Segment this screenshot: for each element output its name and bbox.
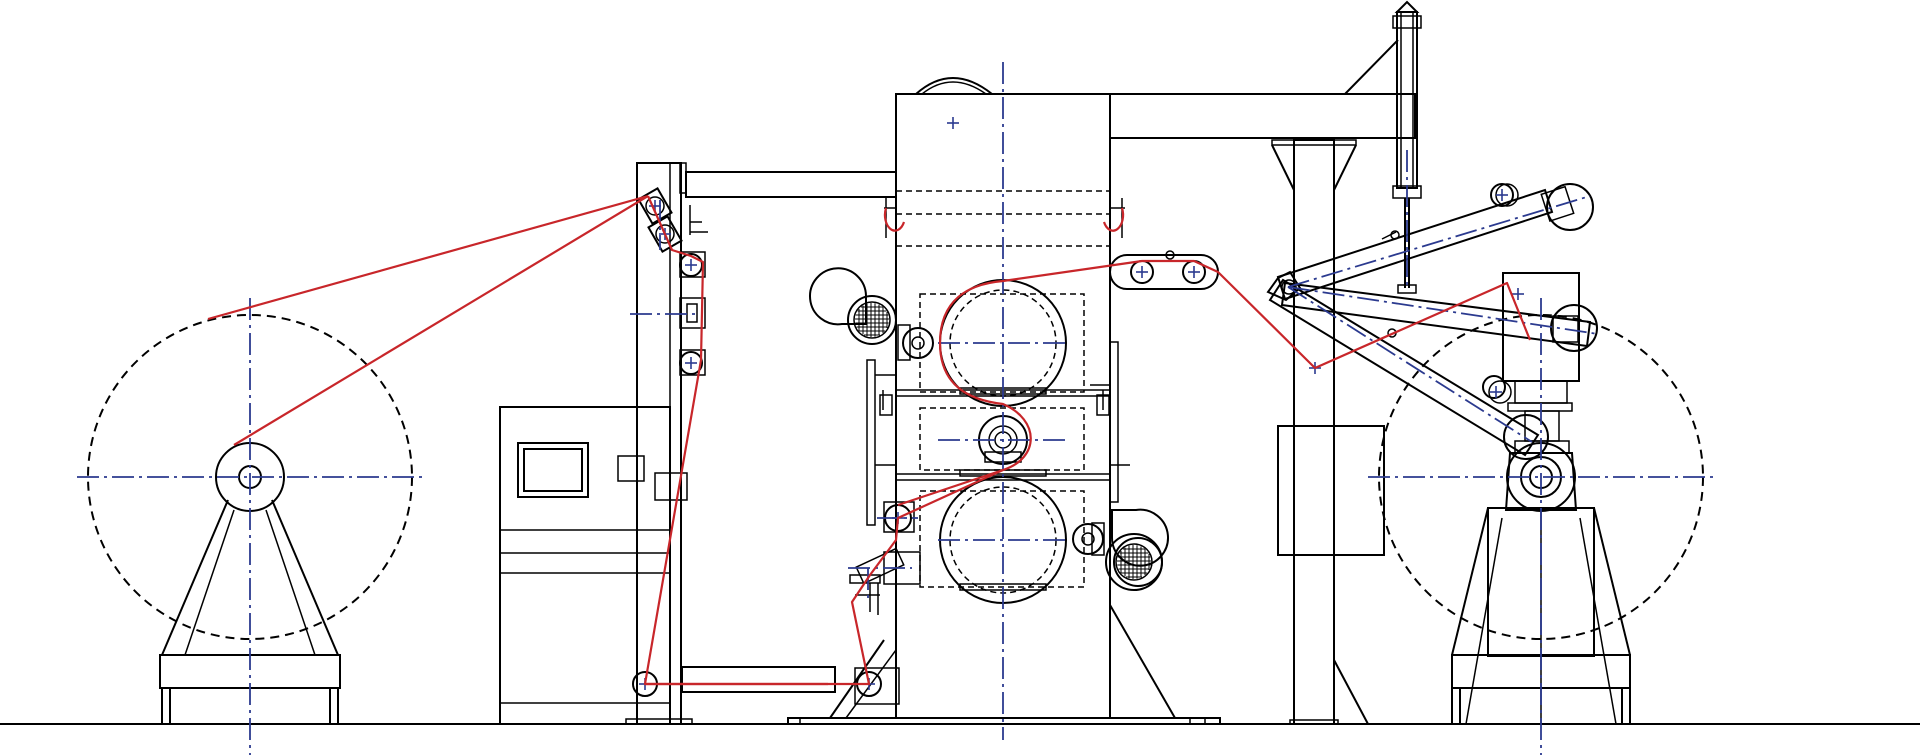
center-cross-10 xyxy=(1496,189,1508,201)
pneumatic-cylinder xyxy=(1344,0,1422,294)
support-column xyxy=(1271,139,1385,725)
blower-fan-lower xyxy=(1072,508,1169,591)
blower-fan xyxy=(809,267,934,361)
guide-roller-column xyxy=(625,162,897,725)
web-path xyxy=(207,194,1532,686)
center-marks xyxy=(639,117,1524,690)
center-cross-6 xyxy=(1136,266,1148,278)
unwind-stand xyxy=(159,499,341,724)
center-cross-0 xyxy=(947,117,959,129)
center-cross-7 xyxy=(1188,266,1200,278)
rewind-stand xyxy=(1451,272,1631,725)
center-cross-1 xyxy=(685,259,697,271)
center-cross-11 xyxy=(1490,386,1502,398)
middle-roller xyxy=(919,407,1085,477)
dancer-arm xyxy=(1266,183,1598,460)
guide-rollers xyxy=(632,187,915,697)
control-cabinet xyxy=(499,406,688,725)
center-cross-2 xyxy=(685,357,697,369)
center-cross-9 xyxy=(1512,288,1524,300)
main-frame xyxy=(787,77,1416,725)
center-lines xyxy=(77,62,1718,755)
